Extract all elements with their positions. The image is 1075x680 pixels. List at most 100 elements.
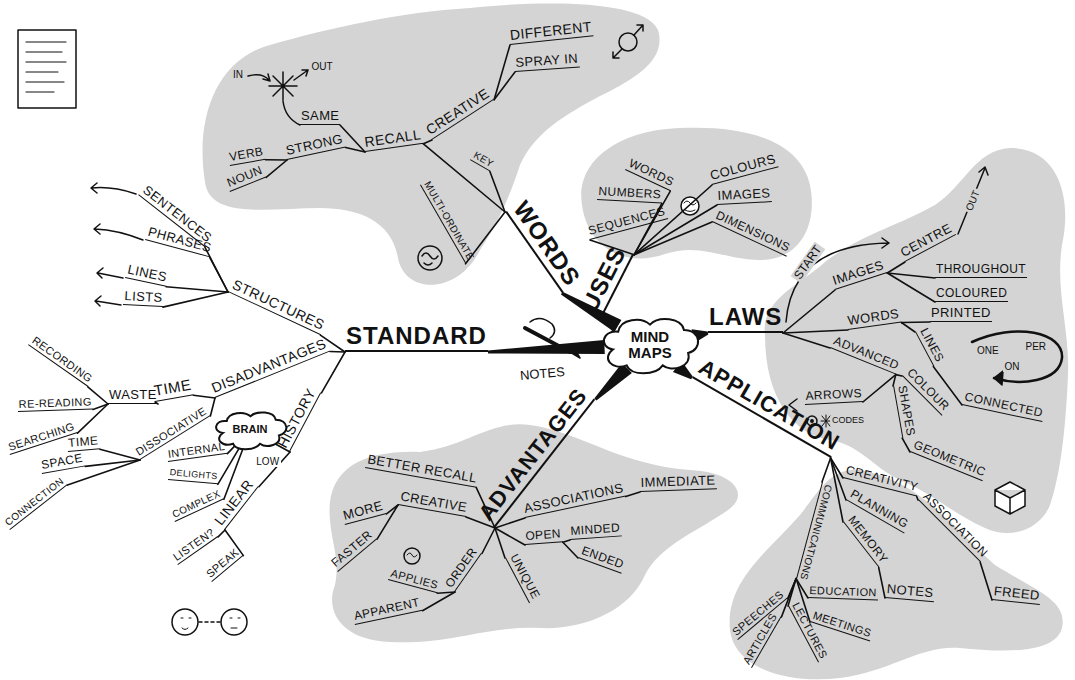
node-text: ASSOCIATIONS bbox=[522, 480, 624, 516]
branch-word: RE-READING bbox=[18, 395, 94, 412]
applies-sketch bbox=[404, 548, 420, 564]
branch-word: DIMENSIONS bbox=[712, 208, 793, 256]
uses-region bbox=[581, 128, 812, 260]
branch-word: COLOURS bbox=[708, 152, 779, 186]
branch-word: IMMEDIATE bbox=[639, 473, 716, 492]
branch-word: INTERNAL bbox=[166, 440, 227, 462]
free-label: OUT bbox=[310, 61, 335, 72]
branch-word: ENDED bbox=[578, 544, 626, 574]
node-text: IMAGES bbox=[717, 185, 771, 203]
branch-line bbox=[340, 125, 365, 152]
sketches bbox=[18, 25, 1062, 635]
node-text: ENDED bbox=[580, 543, 626, 571]
branch-word: IMAGES bbox=[716, 186, 772, 205]
node-text: INTERNAL bbox=[167, 440, 226, 460]
document-lines bbox=[26, 42, 66, 92]
node-text: GEOMETRIC bbox=[912, 438, 988, 480]
branch-word: LISTEN? bbox=[170, 525, 219, 565]
branch-line bbox=[887, 262, 905, 273]
cloud-shape bbox=[604, 319, 698, 373]
edge-label: LOW bbox=[254, 456, 281, 467]
node-text: VERB bbox=[228, 144, 264, 164]
branch-word: CONNECTED bbox=[962, 390, 1045, 422]
node-text: DIMENSIONS bbox=[714, 208, 792, 255]
node-text: TIME bbox=[153, 376, 193, 399]
branch-line bbox=[322, 352, 346, 393]
node-text: BETTER RECALL bbox=[366, 451, 478, 485]
branch-word: ARROWS bbox=[804, 387, 863, 405]
node-text: WORDS bbox=[627, 156, 676, 189]
branch-line bbox=[626, 492, 640, 497]
branch-word: RECALL bbox=[363, 127, 424, 152]
head-faces bbox=[181, 618, 240, 630]
branch-word: DIFFERENT bbox=[508, 19, 594, 45]
branch-word: WASTE bbox=[108, 388, 158, 404]
main-branch bbox=[594, 363, 632, 401]
branch-word: FREED bbox=[992, 584, 1042, 605]
main-branch-word: USES bbox=[576, 241, 635, 318]
branch-line bbox=[100, 449, 140, 460]
branch-word: MULTI-ORDINATE bbox=[420, 179, 477, 264]
branch-word: LINES bbox=[915, 325, 947, 366]
branch-word: SAME bbox=[300, 109, 340, 125]
branch-word: STRUCTURES bbox=[228, 277, 327, 336]
branch-line bbox=[266, 160, 287, 177]
node-text: MEMORY bbox=[845, 513, 891, 566]
cloud-node: MIND MAPS bbox=[597, 314, 703, 376]
node-text: LINES bbox=[126, 262, 168, 285]
branch-word: SPRAY IN bbox=[514, 52, 580, 73]
multi-ordinate-sketch bbox=[418, 246, 442, 270]
cloud-shape bbox=[216, 412, 286, 449]
branch-word: NOTES bbox=[885, 582, 935, 602]
free-label: CODES bbox=[830, 416, 866, 426]
in-arrow bbox=[248, 74, 270, 81]
branch-line bbox=[218, 530, 225, 537]
node-text: MULTI-ORDINATE bbox=[422, 179, 476, 262]
node-text: STRONG bbox=[284, 131, 344, 158]
branch-word: NUMBERS bbox=[597, 185, 663, 204]
node-text: PRINTED bbox=[931, 305, 991, 320]
branch-word: RECORDING bbox=[28, 334, 96, 387]
branch-word: MEMORY bbox=[843, 513, 891, 568]
free-label: PER bbox=[1024, 341, 1049, 352]
branch-word: SPEAK bbox=[203, 545, 243, 582]
branch-line bbox=[495, 518, 525, 528]
label-text: PER bbox=[1026, 341, 1047, 352]
branch-line bbox=[330, 351, 345, 353]
branch-line bbox=[227, 446, 234, 454]
laws-region bbox=[765, 148, 1069, 533]
free-label: START bbox=[791, 241, 826, 283]
free-label: NOTES bbox=[517, 365, 567, 383]
circular-arrowhead bbox=[994, 371, 1003, 385]
node-text: ORDER bbox=[442, 545, 479, 590]
node-text: KEY bbox=[472, 149, 496, 169]
branch-line bbox=[495, 528, 505, 558]
node-text: ASSOCIATION bbox=[920, 489, 990, 559]
node-text: APPLICATION bbox=[694, 354, 844, 455]
branch-word: APPLIES bbox=[388, 566, 441, 593]
node-text: MINDED bbox=[570, 521, 621, 538]
branch-word: STRONG bbox=[284, 132, 346, 160]
branch-word: KEY bbox=[470, 149, 497, 172]
branch-word: GEOMETRIC bbox=[910, 438, 988, 481]
branch-word: HISTORY bbox=[275, 385, 322, 452]
branch-line bbox=[210, 257, 228, 292]
node-text: NOTES bbox=[886, 581, 934, 600]
label-text: CODES bbox=[832, 415, 864, 425]
branch-line bbox=[887, 273, 935, 302]
main-branch-word: WORDS bbox=[505, 196, 586, 294]
branch-line bbox=[879, 568, 885, 598]
node-text: COLOURED bbox=[936, 286, 1007, 300]
node-text: SEARCHING bbox=[7, 420, 76, 453]
hand bbox=[530, 318, 555, 338]
structure-arrow bbox=[97, 268, 123, 278]
node-text: LISTS bbox=[124, 288, 163, 305]
branch-line bbox=[788, 579, 796, 599]
branch-word: LINEAR bbox=[211, 476, 259, 530]
node-text: DISADVANTAGES bbox=[209, 335, 328, 396]
branch-line bbox=[902, 323, 916, 333]
branch-word: CENTRE bbox=[897, 221, 956, 263]
branch-word: IMAGES bbox=[830, 258, 887, 290]
